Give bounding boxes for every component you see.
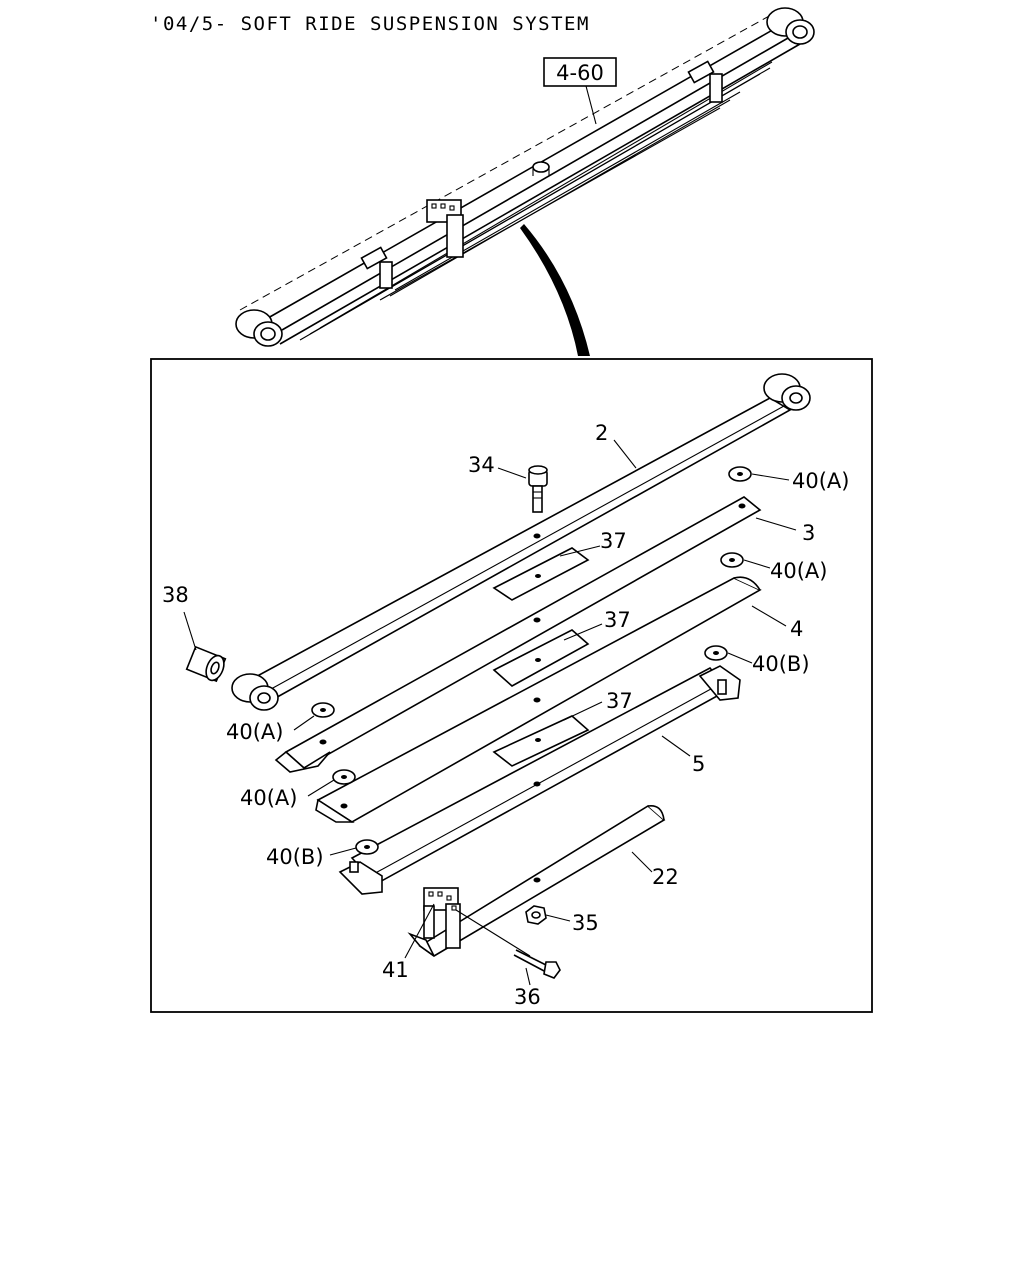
callout-37-a: 37 — [600, 529, 627, 553]
reference-box-label: 4-60 — [556, 61, 604, 85]
callout-40a-3: 40(A) — [226, 720, 283, 744]
callout-40a-1: 40(A) — [792, 469, 849, 493]
callout-35: 35 — [572, 911, 599, 935]
assembled-leaf-spring — [235, 7, 815, 347]
callout-40a-2: 40(A) — [770, 559, 827, 583]
callout-5: 5 — [692, 752, 705, 776]
callout-34: 34 — [468, 453, 495, 477]
callout-40b-2: 40(B) — [266, 845, 324, 869]
leader-lines — [183, 439, 797, 986]
nut-35 — [525, 905, 547, 925]
callout-3: 3 — [802, 521, 815, 545]
detail-frame — [150, 358, 873, 1013]
bracket-41 — [423, 887, 461, 949]
leaf-3 — [274, 496, 762, 773]
bolt-36 — [455, 909, 561, 979]
callout-22: 22 — [652, 865, 679, 889]
callout-40b-1: 40(B) — [752, 652, 810, 676]
bushing-38 — [185, 645, 227, 683]
diagram-title: '04/5- SOFT RIDE SUSPENSION SYSTEM — [150, 13, 590, 35]
washers-40 — [311, 466, 752, 855]
leaf-5 — [338, 665, 741, 895]
callout-36: 36 — [514, 985, 541, 1009]
leaf-4 — [315, 576, 762, 823]
reference-box[interactable]: 4-60 — [543, 57, 617, 125]
callout-41: 41 — [382, 958, 409, 982]
center-bolt-34 — [528, 465, 548, 513]
callout-2: 2 — [595, 421, 608, 445]
callout-37-c: 37 — [606, 689, 633, 713]
leaf-22 — [407, 804, 666, 957]
leaf-2 — [231, 373, 811, 711]
callout-40a-4: 40(A) — [240, 786, 297, 810]
callout-38: 38 — [162, 583, 189, 607]
callout-4: 4 — [790, 617, 803, 641]
callout-37-b: 37 — [604, 608, 631, 632]
detail-pointer-arrow — [520, 224, 590, 356]
callouts: 2 34 40(A) 3 37 40(A) 38 37 4 40(B) 37 4… — [162, 421, 849, 1009]
